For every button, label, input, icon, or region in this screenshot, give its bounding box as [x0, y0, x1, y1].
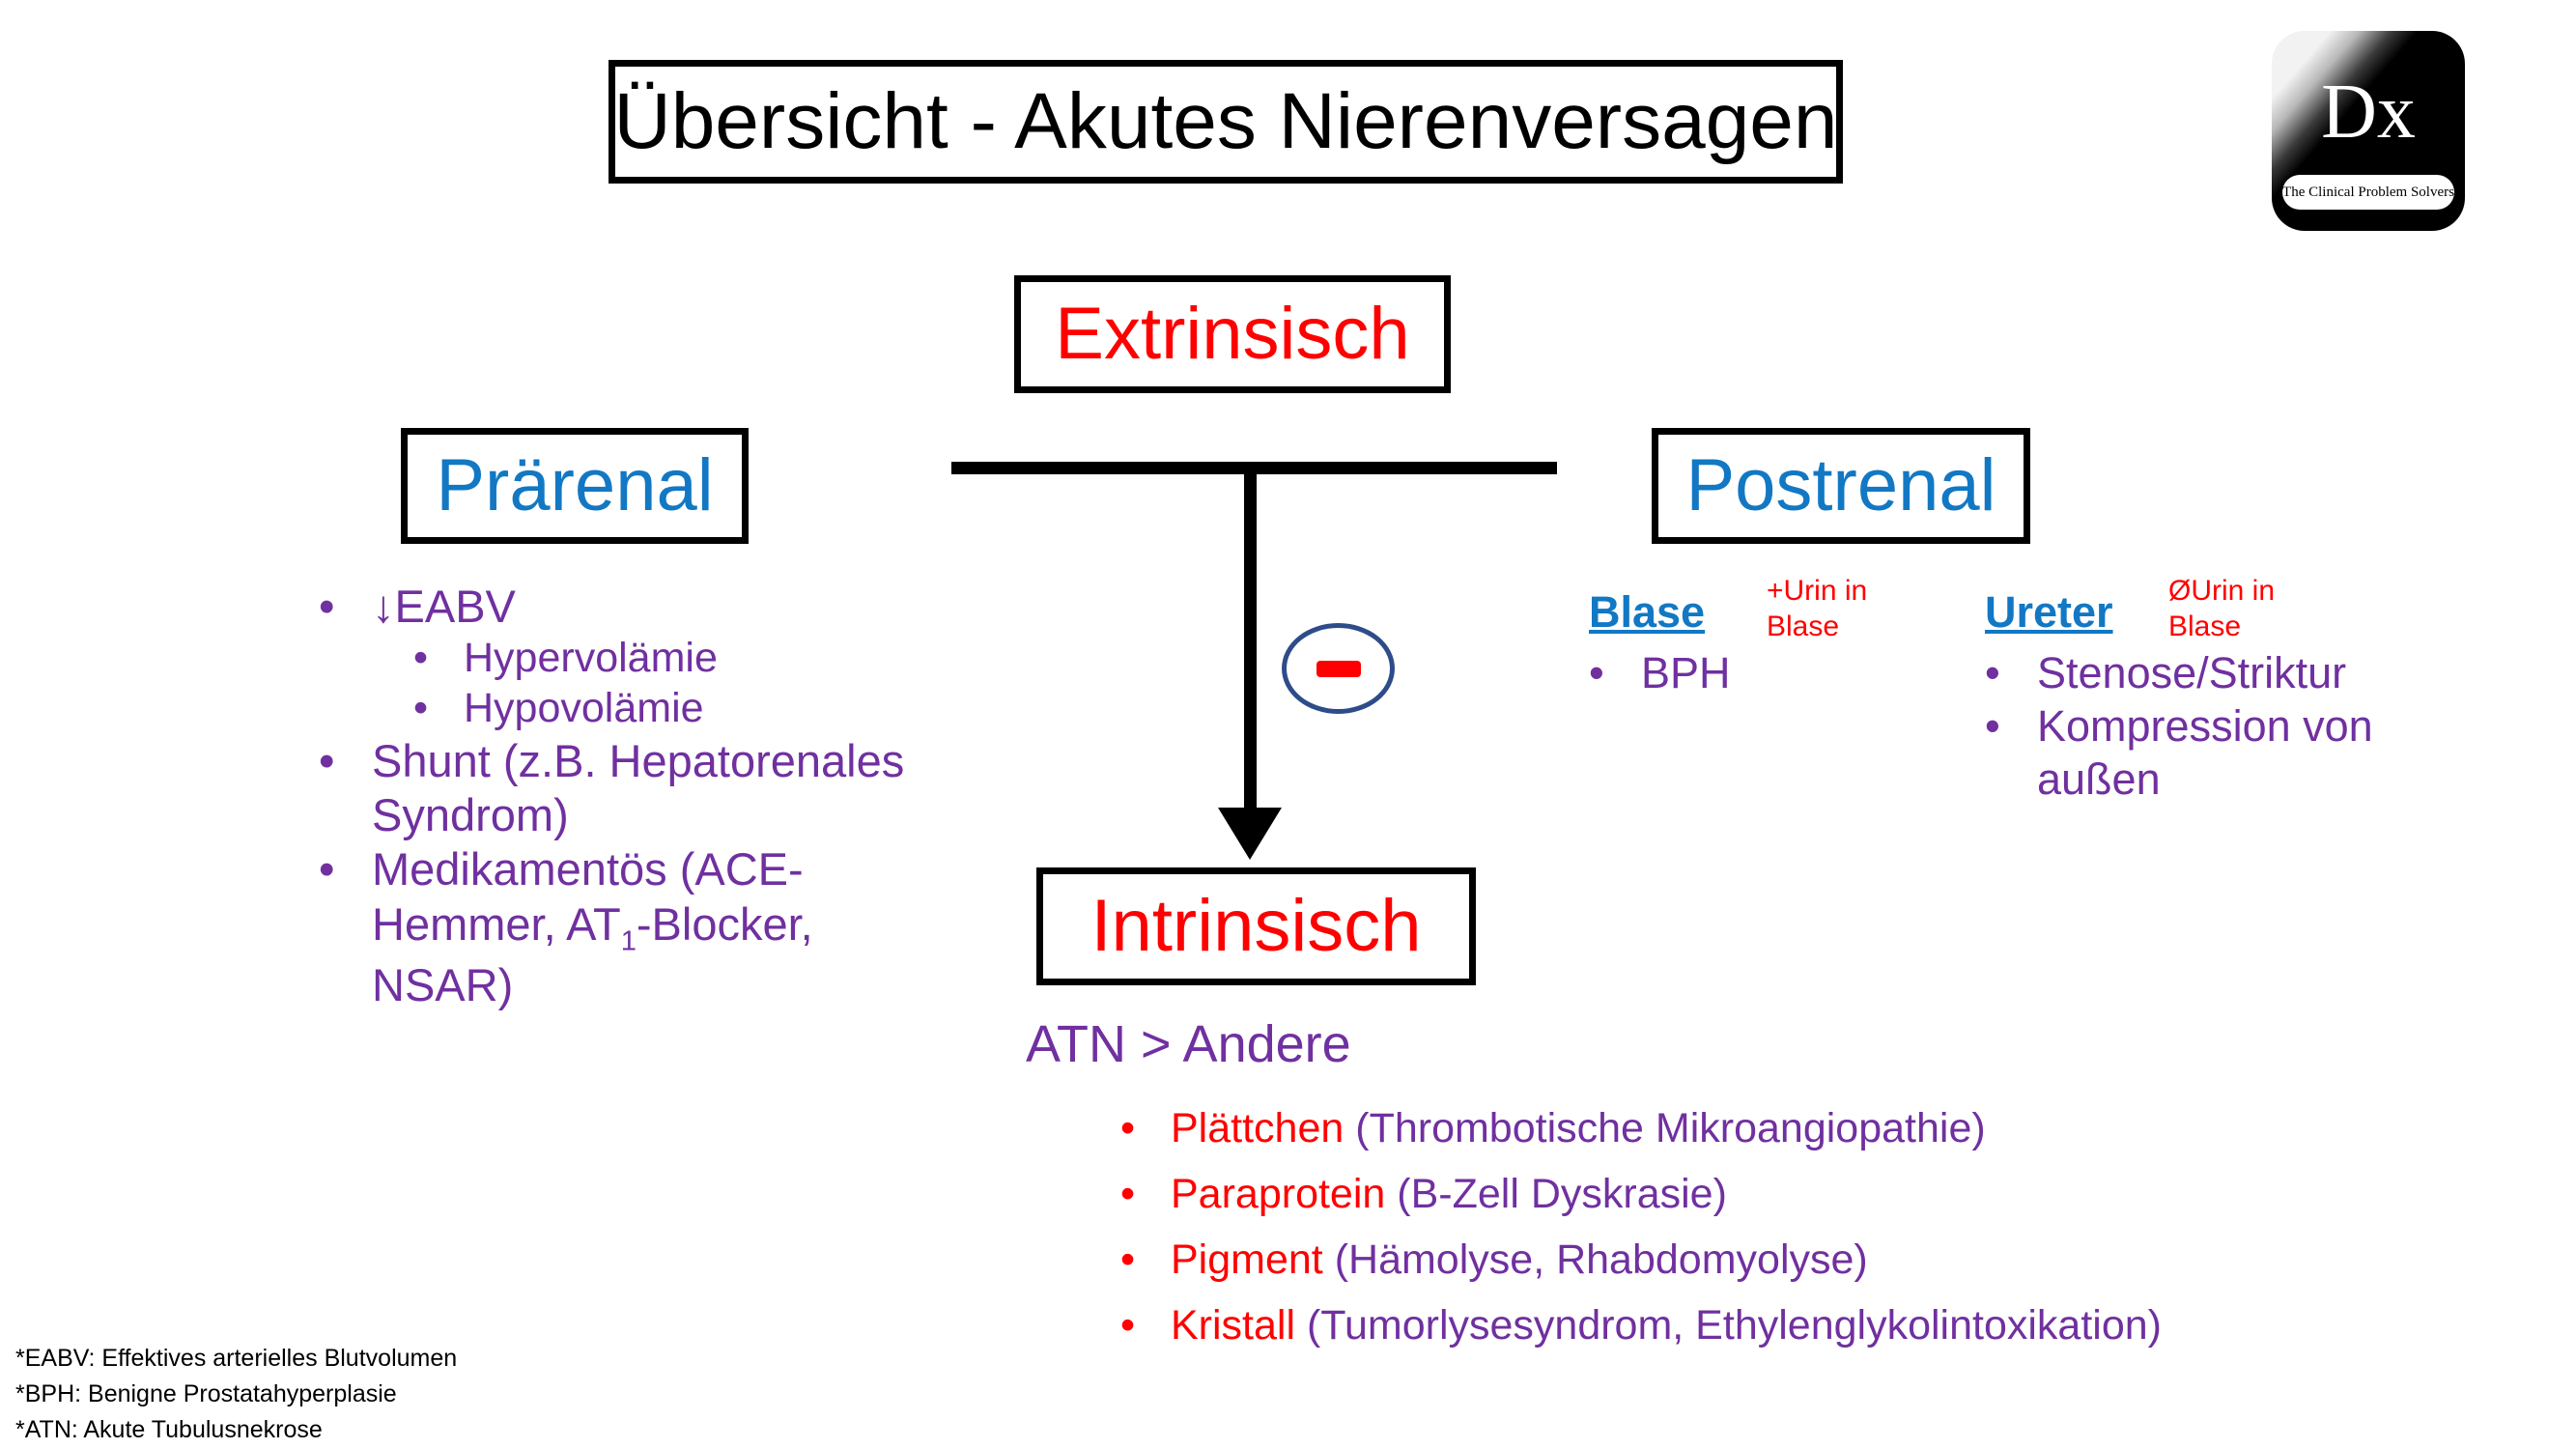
clinical-problem-solvers-logo: Dx The Clinical Problem Solvers — [2272, 31, 2465, 231]
list-item: • Paraprotein (B-Zell Dyskrasie) — [1120, 1162, 2395, 1228]
slide-title-text: Übersicht - Akutes Nierenversagen — [613, 77, 1838, 165]
list-item: • ↓EABV — [319, 580, 937, 634]
praerenal-box: Prärenal — [401, 428, 749, 544]
postrenal-label: Postrenal — [1685, 444, 1996, 526]
intrinsisch-item-paraprotein: Paraprotein (B-Zell Dyskrasie) — [1171, 1162, 2395, 1228]
bullet-glyph: • — [319, 581, 335, 632]
logo-tagline: The Clinical Problem Solvers — [2282, 175, 2454, 210]
praerenal-item-hypervolaemie: Hypervolämie — [464, 635, 718, 682]
bullet-glyph: • — [1985, 648, 2000, 697]
ureter-urine-note: ØUrin in Blase — [2168, 574, 2275, 644]
bullet-glyph: • — [1120, 1236, 1136, 1283]
bullet-glyph: • — [319, 734, 335, 786]
footnote-bph: *BPH: Benigne Prostatahyperplasie — [15, 1380, 397, 1407]
blase-bullet-list: • BPH — [1589, 647, 1888, 700]
blase-urine-note: +Urin in Blase — [1767, 574, 1867, 644]
intrinsisch-item-pigment: Pigment (Hämolyse, Rhabdomyolyse) — [1171, 1228, 2395, 1293]
list-item: • Kompression von außen — [1985, 700, 2391, 807]
inhibition-minus-icon — [1282, 623, 1395, 714]
extrinsisch-box: Extrinsisch — [1014, 275, 1451, 393]
bullet-glyph: • — [1589, 648, 1604, 697]
footnote-block: *EABV: Effektives arterielles Blutvolume… — [15, 1341, 457, 1448]
bullet-glyph: • — [1120, 1170, 1136, 1217]
list-item: • Plättchen (Thrombotische Mikroangiopat… — [1120, 1096, 2395, 1162]
intrinsisch-keyword: Pigment — [1171, 1236, 1323, 1283]
intrinsisch-item-plaettchen: Plättchen (Thrombotische Mikroangiopathi… — [1171, 1096, 2395, 1162]
list-item: • Hypervolämie — [413, 634, 937, 684]
slide-title-box: Übersicht - Akutes Nierenversagen — [609, 60, 1843, 184]
bullet-glyph: • — [319, 843, 335, 895]
list-item: • Stenose/Striktur — [1985, 647, 2391, 700]
intrinsisch-detail: (Tumorlysesyndrom, Ethylenglykolintoxika… — [1306, 1301, 2162, 1349]
bullet-glyph: • — [1120, 1105, 1136, 1151]
list-item: • Pigment (Hämolyse, Rhabdomyolyse) — [1120, 1228, 2395, 1293]
blase-item-bph: BPH — [1641, 648, 1731, 697]
postrenal-ureter-group: Ureter ØUrin in Blase • Stenose/Striktur… — [1985, 575, 2391, 807]
atn-heading: ATN > Andere — [1026, 1015, 1351, 1073]
blase-urine-note-line2: Blase — [1767, 610, 1840, 642]
praerenal-item-medikamentoes: Medikamentös (ACE-Hemmer, AT1-Blocker, N… — [372, 843, 813, 1011]
list-item: • BPH — [1589, 647, 1888, 700]
footnote-eabv: *EABV: Effektives arterielles Blutvolume… — [15, 1345, 458, 1372]
footnote-atn: *ATN: Akute Tubulusnekrose — [15, 1416, 323, 1443]
list-item: • Hypovolämie — [413, 684, 937, 734]
connector-arrowhead-icon — [1218, 808, 1282, 860]
intrinsisch-keyword: Plättchen — [1171, 1105, 1345, 1151]
intrinsisch-item-kristall: Kristall (Tumorlysesyndrom, Ethylenglyko… — [1171, 1293, 2395, 1359]
list-item: • Kristall (Tumorlysesyndrom, Ethylengly… — [1120, 1293, 2395, 1359]
postrenal-blase-group: Blase +Urin in Blase • BPH — [1589, 575, 1888, 700]
connector-vertical-line — [1244, 462, 1257, 819]
intrinsisch-keyword: Kristall — [1171, 1301, 1296, 1349]
ureter-urine-note-line2: Blase — [2168, 610, 2242, 642]
praerenal-bullet-list: • ↓EABV • Hypervolämie • Hypovolämie • S… — [319, 580, 937, 1013]
minus-bar-shape — [1316, 660, 1361, 677]
bullet-glyph: • — [1120, 1301, 1136, 1349]
intrinsisch-detail: (B-Zell Dyskrasie) — [1397, 1170, 1727, 1217]
intrinsisch-detail: (Thrombotische Mikroangiopathie) — [1355, 1105, 1986, 1151]
intrinsisch-keyword: Paraprotein — [1171, 1170, 1386, 1217]
intrinsisch-detail: (Hämolyse, Rhabdomyolyse) — [1334, 1236, 1868, 1283]
intrinsisch-box: Intrinsisch — [1036, 867, 1476, 985]
ureter-item-kompression: Kompression von außen — [2037, 700, 2373, 804]
ureter-bullet-list: • Stenose/Striktur • Kompression von auß… — [1985, 647, 2391, 807]
at1-subscript: 1 — [620, 925, 637, 957]
list-item: • Shunt (z.B. Hepatorenales Syndrom) — [319, 734, 937, 843]
list-item: • Medikamentös (ACE-Hemmer, AT1-Blocker,… — [319, 842, 937, 1012]
logo-dx-mark: Dx — [2321, 70, 2416, 155]
intrinsisch-bullet-list: • Plättchen (Thrombotische Mikroangiopat… — [1120, 1096, 2395, 1359]
blase-heading: Blase — [1589, 587, 1706, 637]
ureter-urine-note-line1: ØUrin in — [2168, 575, 2276, 607]
praerenal-label: Prärenal — [436, 444, 714, 526]
praerenal-item-eabv: ↓EABV — [372, 581, 516, 632]
bullet-glyph: • — [1985, 700, 2000, 751]
extrinsisch-label: Extrinsisch — [1055, 293, 1410, 375]
blase-urine-note-line1: +Urin in — [1767, 575, 1868, 607]
praerenal-item-shunt: Shunt (z.B. Hepatorenales Syndrom) — [372, 734, 905, 840]
postrenal-box: Postrenal — [1652, 428, 2030, 544]
intrinsisch-label: Intrinsisch — [1090, 885, 1422, 967]
ureter-heading: Ureter — [1985, 587, 2113, 637]
bullet-glyph: • — [413, 635, 429, 682]
ureter-item-stenose: Stenose/Striktur — [2037, 648, 2347, 697]
bullet-glyph: • — [413, 684, 429, 731]
praerenal-item-hypovolaemie: Hypovolämie — [464, 684, 704, 731]
